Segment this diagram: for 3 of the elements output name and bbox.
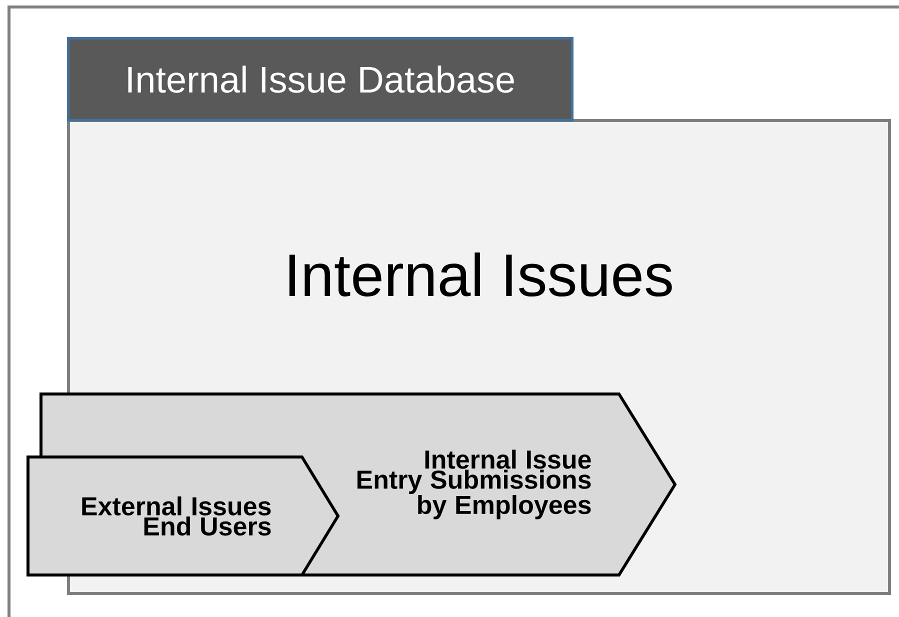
tab-header: Internal Issue Database [67, 37, 574, 122]
node-label: Internal Issue Entry Submissions by Employees [357, 450, 591, 520]
node-label: External Issues End Users [82, 496, 271, 536]
